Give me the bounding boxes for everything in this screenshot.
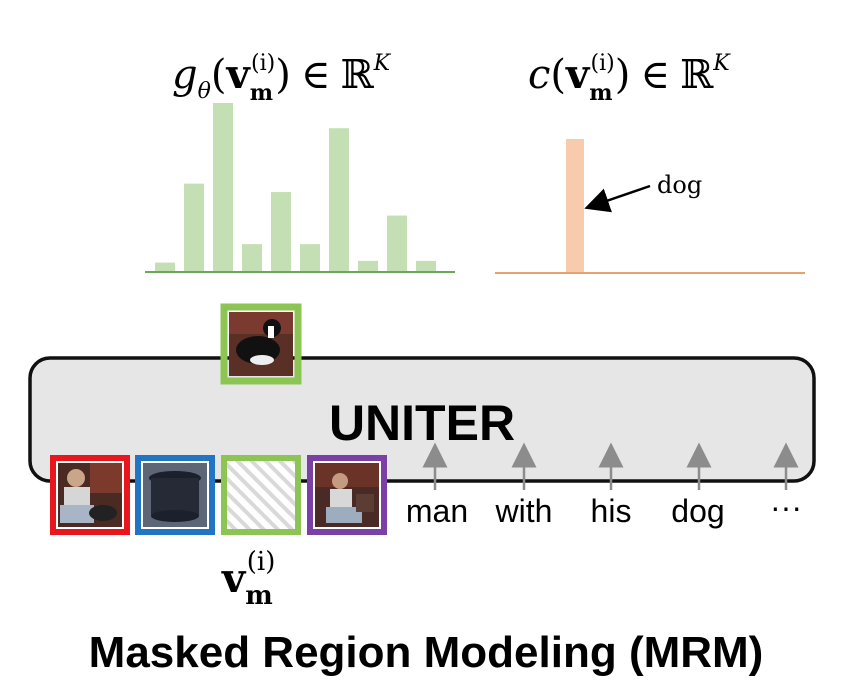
- predicted-distribution-bar: [155, 262, 175, 271]
- predicted-distribution-bar: [184, 183, 204, 271]
- figure-caption: Masked Region Modeling (MRM): [89, 628, 764, 677]
- formula-c-space-sup: K: [712, 51, 731, 76]
- predicted-distribution-bar: [242, 244, 262, 271]
- formula-c: c(vm(i))∈ℝK: [528, 51, 731, 106]
- token-man: man: [406, 493, 468, 529]
- formula-c-space: ℝ: [680, 52, 714, 98]
- token-arrows: [422, 442, 799, 490]
- formula-g-space: ℝ: [340, 52, 374, 98]
- formula-g-member: ∈: [301, 52, 331, 98]
- masked-region-hatch-icon: [229, 463, 293, 527]
- target-distribution-bar: [566, 139, 584, 272]
- predicted-distribution-bar: [300, 244, 320, 271]
- person-with-dog-photo-icon: [58, 463, 122, 527]
- region-input-green-masked: [221, 455, 301, 535]
- formula-g-sup: (i): [251, 51, 275, 76]
- region-input-purple: [307, 455, 387, 535]
- dog-annotation-label: dog: [657, 171, 702, 199]
- token-with: with: [495, 493, 553, 529]
- predicted-distribution-chart: [155, 103, 436, 271]
- formula-g-fn: g: [172, 52, 198, 98]
- predicted-distribution-bar: [213, 103, 233, 271]
- region-input-red: [50, 455, 130, 535]
- region-input-blue: [135, 455, 215, 535]
- token-dog: dog: [671, 493, 724, 529]
- formula-c-sup: (i): [591, 51, 615, 76]
- token-his: his: [591, 493, 632, 529]
- formula-c-vec: v: [565, 51, 591, 98]
- dark-object-photo-icon: [143, 463, 207, 527]
- predicted-distribution-bar: [387, 215, 407, 271]
- masked-label-vec: v: [221, 555, 247, 602]
- masked-label-sup: (i): [247, 547, 276, 577]
- uniter-label: UNITER: [329, 395, 515, 451]
- predicted-distribution-bar: [329, 128, 349, 271]
- masked-region-output: [220, 303, 302, 385]
- formula-c-vec-sub: m: [589, 80, 612, 106]
- target-distribution-chart: [566, 139, 584, 272]
- formula-g-sub: θ: [198, 79, 211, 104]
- masked-vector-label: vm (i): [221, 547, 275, 611]
- formula-c-fn: c: [528, 52, 550, 98]
- formula-g-space-sup: K: [373, 51, 392, 76]
- formula-g: gθ(vm(i))∈ℝK: [172, 51, 392, 106]
- dog-annotation-arrow: [584, 184, 651, 213]
- person-on-couch-photo-icon: [315, 463, 379, 527]
- formula-g-vec: v: [225, 51, 251, 98]
- token-ellipsis: ···: [770, 489, 802, 525]
- predicted-distribution-bar: [271, 192, 291, 271]
- formula-c-member: ∈: [640, 52, 670, 98]
- predicted-distribution-bar: [358, 260, 378, 271]
- formula-g-vec-sub: m: [250, 80, 273, 106]
- masked-label-vec-sub: m: [245, 581, 273, 611]
- dog-photo-icon: [229, 312, 293, 376]
- predicted-distribution-bar: [416, 260, 436, 271]
